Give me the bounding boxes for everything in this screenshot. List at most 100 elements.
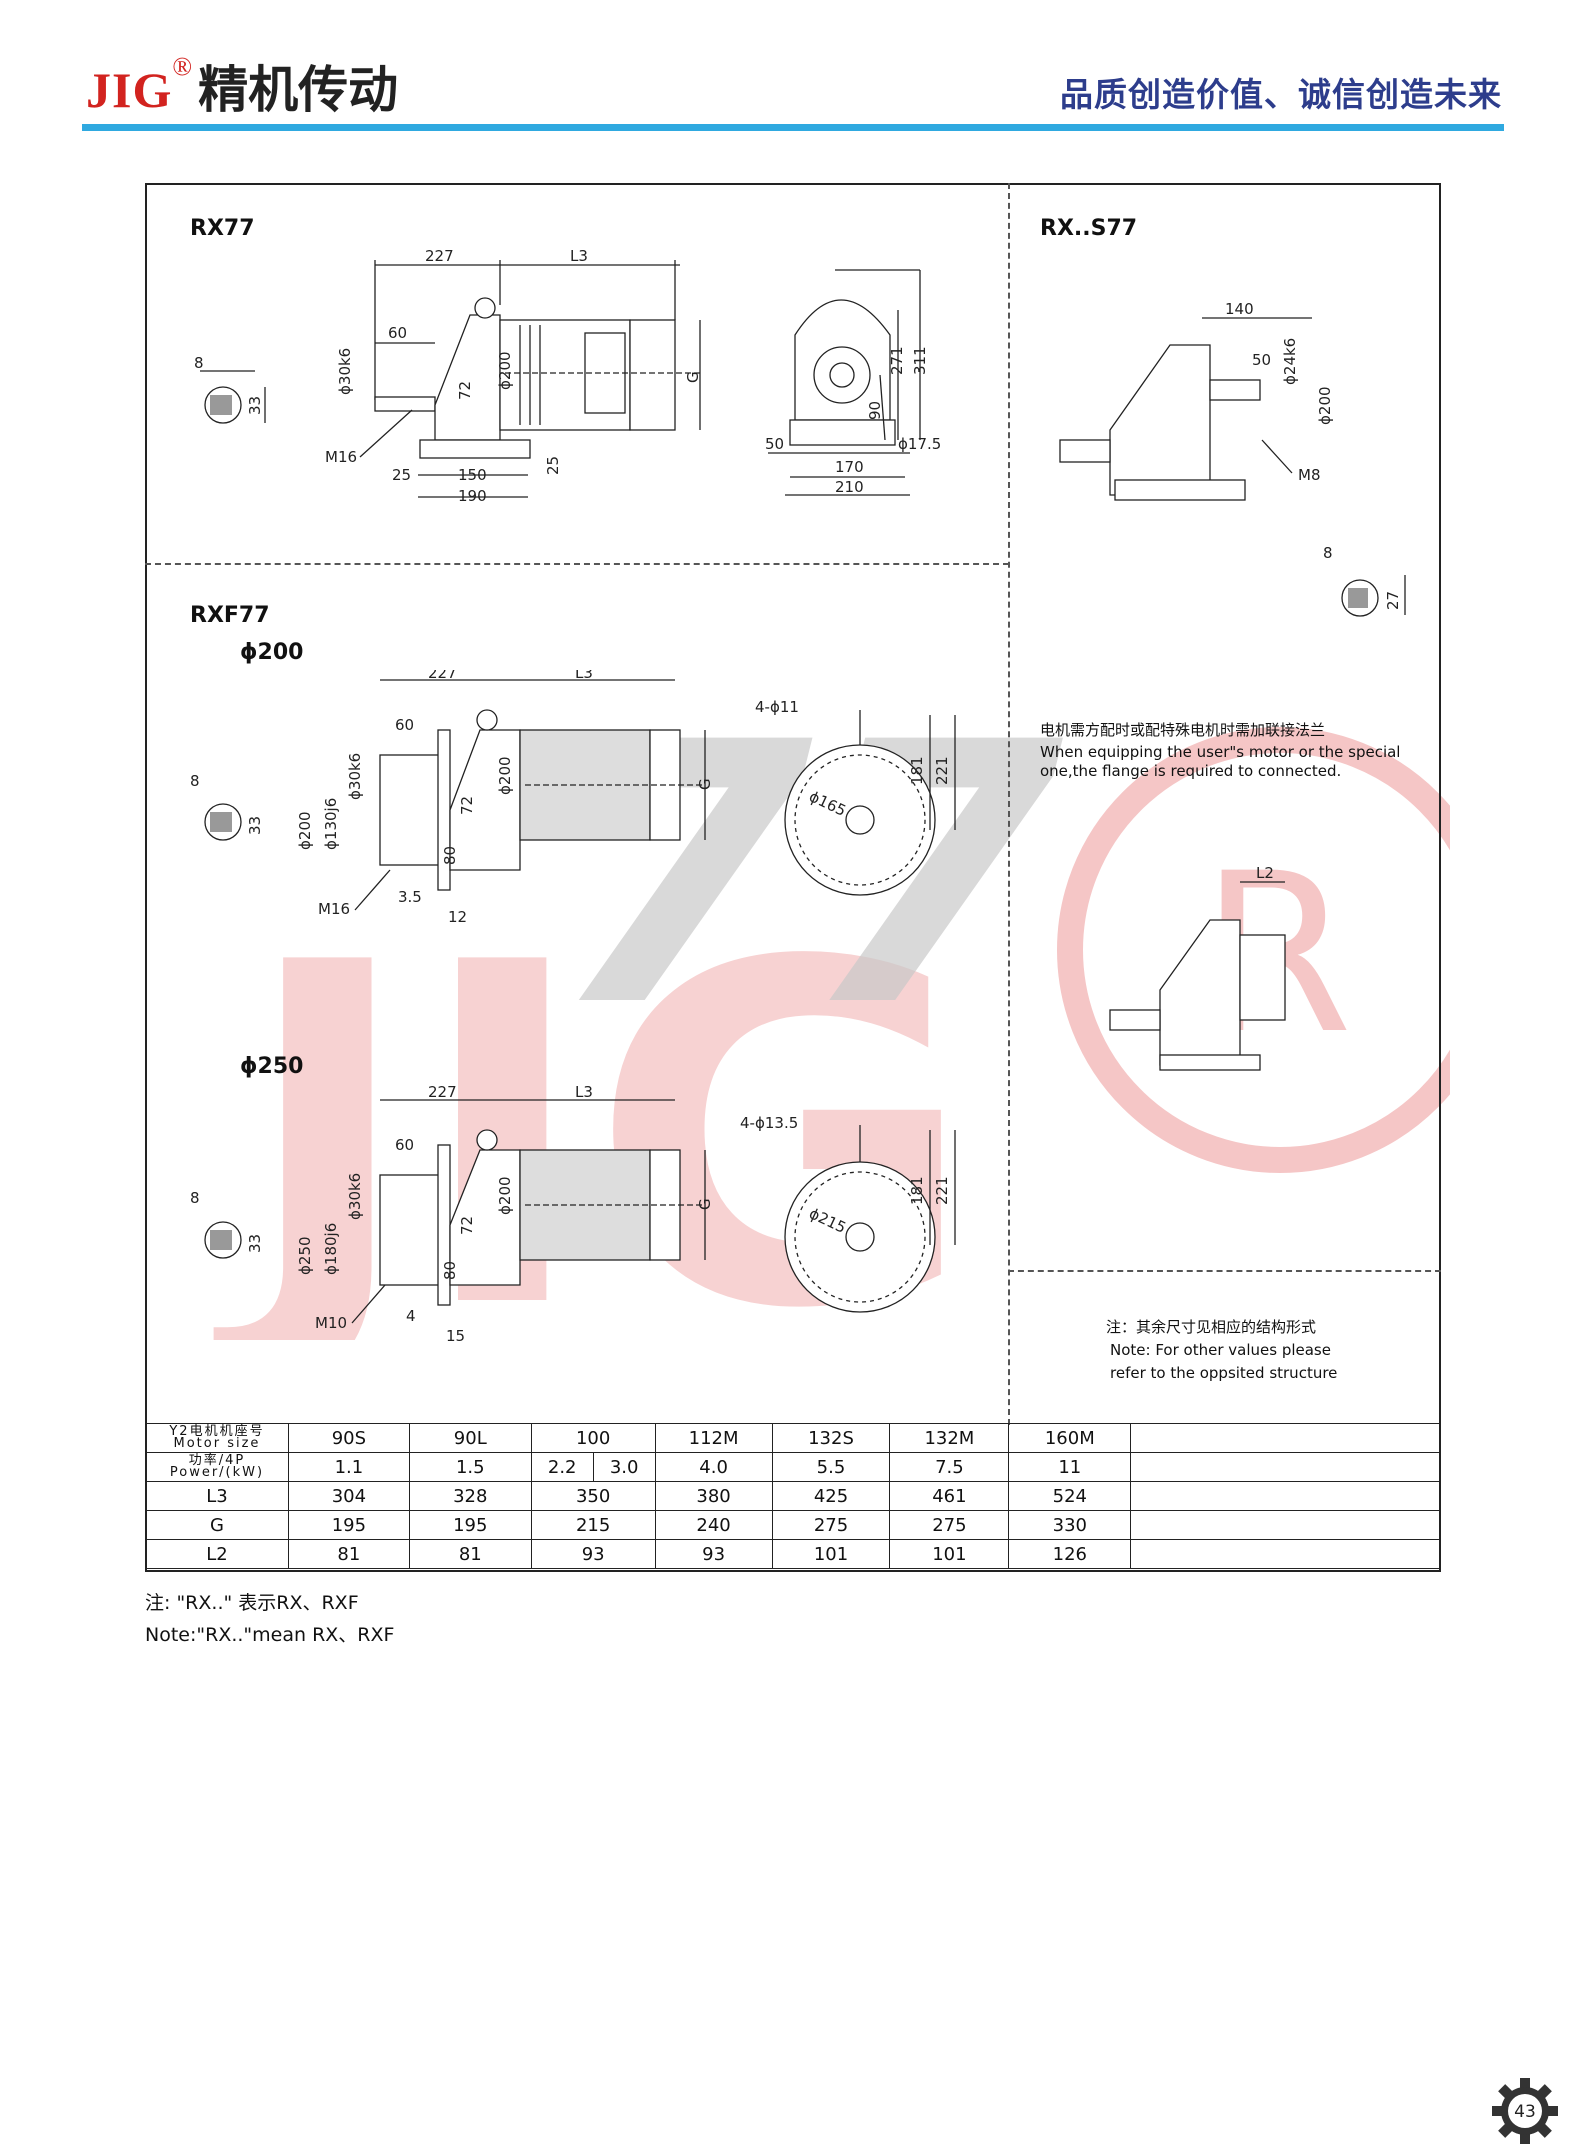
svg-text:G: G [684,371,702,383]
svg-text:L3: L3 [575,670,593,682]
note-other-en-2: refer to the oppsited structure [1110,1364,1338,1382]
title-rxs77: RX..S77 [1040,216,1138,241]
svg-text:150: 150 [458,466,487,484]
slogan: 品质创造价值、诚信创造未来 [1060,75,1502,114]
table-cell: 380 [654,1481,773,1511]
row-label-g: G [145,1510,289,1540]
table-cell: 275 [889,1510,1010,1540]
svg-text:ϕ250: ϕ250 [296,1236,314,1275]
table-cell: 304 [287,1481,410,1511]
svg-text:ϕ200: ϕ200 [296,811,314,850]
svg-text:25: 25 [392,466,411,484]
svg-text:72: 72 [456,381,474,400]
svg-text:60: 60 [395,1136,414,1154]
table-cell: 4.0 [654,1452,773,1482]
svg-text:227: 227 [425,247,454,265]
svg-text:4: 4 [406,1307,416,1325]
svg-text:60: 60 [388,324,407,342]
svg-text:8: 8 [194,354,204,372]
table-cell: 100 [530,1423,656,1453]
table-cell: 101 [889,1539,1010,1569]
table-cell: 524 [1008,1481,1132,1511]
svg-text:ϕ200: ϕ200 [496,351,514,390]
rxs77-note-en-2: one,the flange is required to connected. [1040,762,1342,780]
svg-text:33: 33 [246,1234,264,1253]
svg-text:ϕ30k6: ϕ30k6 [346,753,364,800]
title-phi250: ϕ250 [240,1054,304,1079]
svg-text:271: 271 [888,346,906,375]
svg-text:27: 27 [1384,591,1402,610]
table-cell: 195 [287,1510,410,1540]
footer-note-cn: 注: "RX.." 表示RX、RXF [145,1592,359,1614]
svg-text:221: 221 [933,756,951,785]
table-cell: 350 [530,1481,656,1511]
brand-jig: JIG [86,62,173,118]
table-row-l2: L2 81 81 93 93 101 101 126 [145,1539,1441,1569]
svg-text:L2: L2 [1256,864,1274,882]
svg-text:G: G [696,778,714,790]
table-cell: 330 [1008,1510,1132,1540]
table-cell: 240 [654,1510,773,1540]
table-cell [1130,1423,1441,1453]
table-cell: 425 [771,1481,891,1511]
svg-text:181: 181 [908,756,926,785]
svg-text:ϕ200: ϕ200 [496,756,514,795]
rx77-front-view: 271 311 90 50 170 210 ϕ17.5 [765,269,941,496]
svg-text:72: 72 [458,1216,476,1235]
svg-text:227: 227 [428,670,457,682]
title-rxf77: RXF77 [190,603,270,628]
footer-note-en: Note:"RX.."mean RX、RXF [145,1624,395,1646]
svg-text:33: 33 [246,816,264,835]
svg-text:M8: M8 [1298,466,1321,484]
divider-right [1008,1270,1441,1272]
table-cell: 5.5 [771,1452,891,1482]
svg-text:80: 80 [441,1261,459,1280]
table-cell: 90L [408,1423,532,1453]
table-cell: 101 [771,1539,891,1569]
svg-text:227: 227 [428,1085,457,1101]
table-cell: 215 [530,1510,656,1540]
svg-text:60: 60 [395,716,414,734]
table-cell: 461 [889,1481,1010,1511]
page-number-gear-icon: 43 [1492,2078,1558,2144]
table-cell: 328 [408,1481,532,1511]
svg-text:L3: L3 [575,1085,593,1101]
svg-text:3.5: 3.5 [398,888,422,906]
svg-text:15: 15 [446,1327,465,1345]
table-cell: 1.5 [408,1452,532,1482]
table-cell: 81 [408,1539,532,1569]
note-other-en-1: Note: For other values please [1110,1341,1331,1359]
svg-text:G: G [696,1198,714,1210]
rxf77-200-front-view: 4-ϕ11 ϕ165 181 221 [755,698,956,896]
table-row-g: G 195 195 215 240 275 275 330 [145,1510,1441,1540]
table-cell: 126 [1008,1539,1132,1569]
table-row-l3: L3 304 328 350 380 425 461 524 [145,1481,1441,1511]
table-cell: 112M [654,1423,773,1453]
table-cell: 1.1 [287,1452,410,1482]
registered-mark: ® [172,52,193,81]
note-other-cn: 注：其余尺寸见相应的结构形式 [1106,1318,1317,1336]
rxs77-drawing: 140 50 ϕ24k6 ϕ200 M8 8 27 [1059,300,1406,617]
svg-text:4-ϕ13.5: 4-ϕ13.5 [740,1114,798,1132]
svg-text:ϕ130j6: ϕ130j6 [322,798,340,850]
table-cell: 7.5 [889,1452,1010,1482]
svg-text:50: 50 [1252,351,1271,369]
svg-text:210: 210 [835,478,864,496]
svg-text:ϕ30k6: ϕ30k6 [336,348,354,395]
brand-logo: JIG ® 精机传动 [86,50,398,120]
svg-text:190: 190 [458,487,487,505]
table-cell [1130,1481,1441,1511]
svg-text:25: 25 [544,456,562,475]
svg-text:170: 170 [835,458,864,476]
svg-text:4-ϕ11: 4-ϕ11 [755,698,799,716]
svg-text:33: 33 [246,396,264,415]
svg-text:50: 50 [765,435,784,453]
svg-text:90: 90 [866,401,884,420]
table-cell: 132S [771,1423,891,1453]
rxs77-note-en-1: When equipping the user"s motor or the s… [1040,743,1401,761]
svg-text:140: 140 [1225,300,1254,318]
table-cell: 160M [1008,1423,1132,1453]
